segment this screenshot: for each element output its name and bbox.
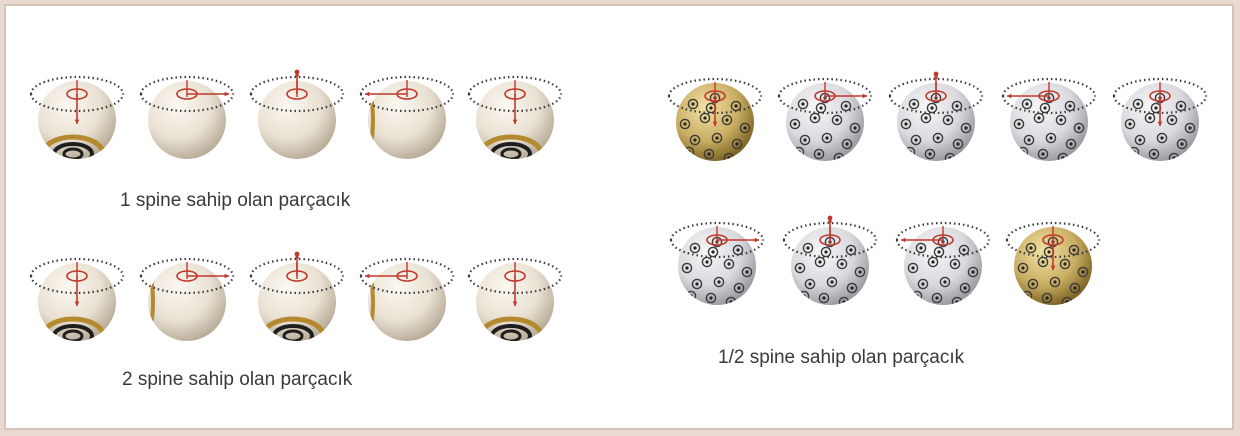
spin-two-particle-5	[467, 257, 563, 341]
sphere	[148, 263, 226, 341]
arrowhead-icon	[1050, 265, 1056, 270]
orbit-ring-front	[139, 275, 235, 295]
orbit-ring-back	[359, 257, 455, 277]
orbit-ring-back	[777, 77, 873, 97]
orbit-ring-back	[895, 221, 991, 241]
orbit-ring-back	[249, 75, 345, 95]
orbit-ring-front	[249, 275, 345, 295]
orbit-ring-back	[29, 257, 125, 277]
spin-half-particle-8	[895, 221, 991, 305]
orbit-ring-front	[359, 275, 455, 295]
spin-one-particle-3	[249, 69, 345, 159]
spin-half-particle-7	[782, 215, 878, 305]
orbit-ring-front	[249, 93, 345, 113]
spin-one-particle-2	[139, 75, 235, 159]
orbit-ring-back	[888, 77, 984, 97]
arrowhead-icon	[512, 119, 518, 124]
orbit-ring-front	[359, 93, 455, 113]
arrowhead-icon	[74, 301, 80, 306]
orbit-ring-front	[29, 93, 125, 113]
spin-two-particle-4	[359, 257, 455, 341]
orbit-ring-back	[467, 75, 563, 95]
arrowhead-icon	[512, 301, 518, 306]
orbit-ring-front	[888, 95, 984, 115]
orbit-ring-back	[467, 257, 563, 277]
sphere	[368, 263, 446, 341]
spin-half-particle-1	[667, 77, 763, 161]
arrowhead-icon	[862, 93, 867, 99]
orbit-ring-back	[359, 75, 455, 95]
orbit-ring-front	[467, 275, 563, 295]
orbit-ring-front	[467, 93, 563, 113]
orbit-ring-front	[1005, 239, 1101, 259]
arrowhead-icon	[74, 119, 80, 124]
orbit-ring-back	[667, 77, 763, 97]
orbit-ring-front	[29, 275, 125, 295]
caption-spin-two: 2 spine sahip olan parçacık	[122, 369, 353, 390]
spin-one-particle-1	[29, 75, 125, 159]
arrowhead-icon	[1007, 93, 1012, 99]
arrowhead-icon	[224, 91, 229, 97]
orbit-ring-back	[1005, 221, 1101, 241]
arrowhead-icon	[365, 91, 370, 97]
orbit-ring-front	[667, 95, 763, 115]
arrowhead-icon	[224, 273, 229, 279]
arrowhead-icon	[901, 237, 906, 243]
orbit-ring-back	[249, 257, 345, 277]
figure-frame	[4, 4, 1234, 430]
orbit-ring-front	[895, 239, 991, 259]
orbit-ring-front	[139, 93, 235, 113]
orbit-ring-front	[782, 239, 878, 259]
orbit-ring-front	[1112, 95, 1208, 115]
spin-one-particle-5	[467, 75, 563, 159]
orbit-ring-front	[669, 239, 765, 259]
orbit-ring-back	[139, 257, 235, 277]
orbit-ring-back	[29, 75, 125, 95]
arrowhead-icon	[365, 273, 370, 279]
sphere	[258, 81, 336, 159]
spin-half-particle-2	[777, 77, 873, 161]
spin-half-particle-5	[1112, 77, 1208, 161]
arrowhead-icon	[754, 237, 759, 243]
orbit-ring-back	[1112, 77, 1208, 97]
orbit-ring-back	[782, 221, 878, 241]
spin-two-particle-1	[29, 257, 125, 341]
sphere	[368, 81, 446, 159]
arrowhead-icon	[712, 121, 718, 126]
spin-half-particle-6	[669, 221, 765, 305]
orbit-ring-back	[139, 75, 235, 95]
spin-half-particle-3	[888, 71, 984, 161]
spin-two-particle-2	[139, 257, 235, 341]
spin-one-particle-4	[359, 75, 455, 159]
orbit-ring-front	[1001, 95, 1097, 115]
sphere	[148, 81, 226, 159]
caption-spin-half: 1/2 spine sahip olan parçacık	[718, 347, 965, 368]
spin-half-particle-4	[1001, 77, 1097, 161]
orbit-ring-front	[777, 95, 873, 115]
caption-spin-one: 1 spine sahip olan parçacık	[120, 190, 351, 211]
spin-two-particle-3	[249, 251, 345, 341]
spin-half-particle-9	[1005, 221, 1101, 305]
orbit-ring-back	[1001, 77, 1097, 97]
arrowhead-icon	[1157, 121, 1163, 126]
orbit-ring-back	[669, 221, 765, 241]
